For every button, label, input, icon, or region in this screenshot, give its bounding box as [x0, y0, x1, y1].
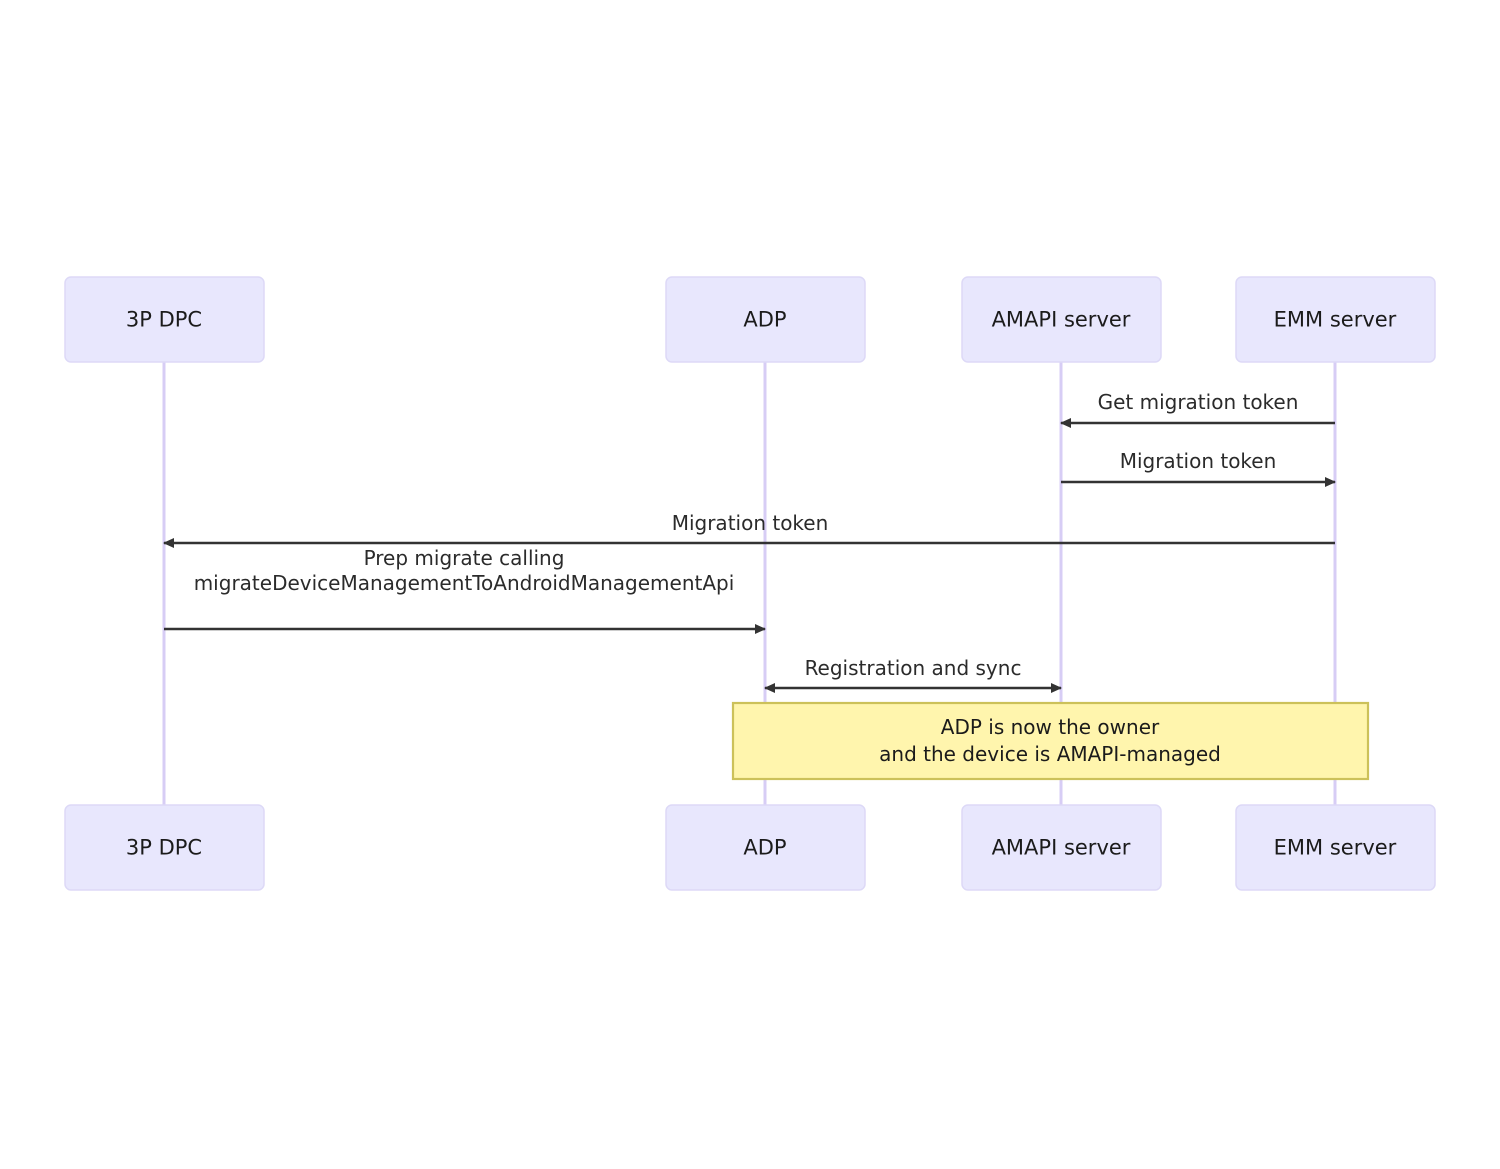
- note-text-line: ADP is now the owner: [941, 715, 1160, 739]
- message-label: Get migration token: [1098, 390, 1299, 414]
- message-label: Migration token: [672, 511, 829, 535]
- msg-migration-token-to-dpc: Migration token: [163, 511, 1335, 548]
- msg-get-migration-token: Get migration token: [1060, 390, 1335, 428]
- note-box: [731, 701, 1370, 781]
- participant-label: EMM server: [1274, 308, 1397, 332]
- participant-box: [64, 276, 265, 363]
- participant-label: ADP: [743, 308, 786, 332]
- msg-migration-token-to-emm: Migration token: [1061, 449, 1336, 487]
- participant-box: [1235, 276, 1436, 363]
- participant-label: EMM server: [1274, 836, 1397, 860]
- participant-dpc-top[interactable]: 3P DPC: [64, 276, 265, 363]
- msg-registration-and-sync: Registration and sync: [764, 656, 1062, 693]
- msg-prep-migrate: Prep migrate callingmigrateDeviceManagem…: [164, 546, 766, 634]
- participant-adp-top[interactable]: ADP: [665, 276, 866, 363]
- participant-label: 3P DPC: [126, 836, 202, 860]
- participant-adp-bottom[interactable]: ADP: [665, 804, 866, 891]
- participant-box: [961, 804, 1162, 891]
- participant-label: ADP: [743, 836, 786, 860]
- participant-box: [64, 804, 265, 891]
- message-label: Registration and sync: [805, 656, 1022, 680]
- participant-label: AMAPI server: [992, 308, 1131, 332]
- participant-amapi-bottom[interactable]: AMAPI server: [961, 804, 1162, 891]
- message-label: Migration token: [1120, 449, 1277, 473]
- participant-box: [665, 276, 866, 363]
- message-label: Prep migrate calling: [364, 546, 565, 570]
- note-text-line: and the device is AMAPI-managed: [879, 742, 1221, 766]
- notes-layer: ADP is now the owner and the device is AM…: [731, 701, 1370, 781]
- participant-box: [961, 276, 1162, 363]
- participant-emm-top[interactable]: EMM server: [1235, 276, 1436, 363]
- participant-label: 3P DPC: [126, 308, 202, 332]
- participant-box: [1235, 804, 1436, 891]
- participant-dpc-bottom[interactable]: 3P DPC: [64, 804, 265, 891]
- participant-emm-bottom[interactable]: EMM server: [1235, 804, 1436, 891]
- note-adp-owner: ADP is now the owner and the device is AM…: [731, 701, 1370, 781]
- message-label: migrateDeviceManagementToAndroidManageme…: [194, 571, 735, 595]
- participant-label: AMAPI server: [992, 836, 1131, 860]
- participant-box: [665, 804, 866, 891]
- participant-amapi-top[interactable]: AMAPI server: [961, 276, 1162, 363]
